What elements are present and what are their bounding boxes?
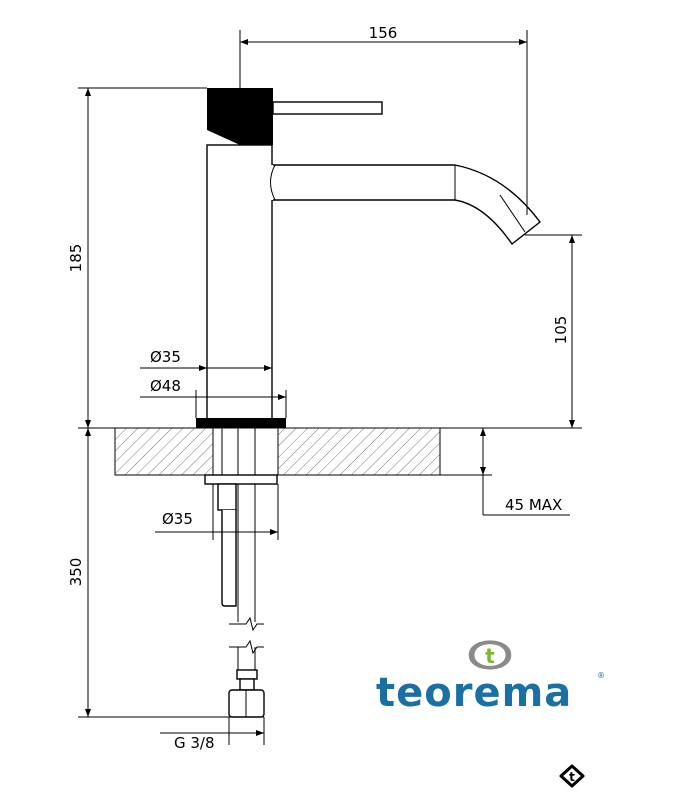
dim-connection: G 3/8 <box>174 734 215 752</box>
brand-logo: t teorema ® <box>376 640 605 716</box>
dim-hose-length: 350 <box>67 558 85 587</box>
small-logo-icon: t <box>559 764 585 788</box>
shank-assembly <box>204 428 278 718</box>
dim-max-thickness: 45 MAX <box>505 496 562 514</box>
dim-total-height: 185 <box>67 244 85 273</box>
brand-name: teorema <box>376 670 572 716</box>
countertop <box>78 418 490 476</box>
spout <box>272 164 541 246</box>
svg-text:t: t <box>569 770 575 784</box>
faucet-body <box>206 88 541 426</box>
registered-mark: ® <box>597 671 605 680</box>
dim-body-diameter: Ø35 <box>150 348 181 366</box>
body-column <box>206 144 273 426</box>
break-symbol <box>229 616 264 632</box>
dim-spout-reach: 156 <box>369 24 398 42</box>
lever-handle <box>272 101 383 115</box>
dimensions: 156 185 105 Ø35 Ø48 45 MAX Ø35 350 G 3/8 <box>67 24 582 752</box>
logo-mark-letter: t <box>485 644 495 668</box>
dim-shank-diameter: Ø35 <box>162 510 193 528</box>
base-ring <box>196 418 286 428</box>
dim-base-diameter: Ø48 <box>150 377 181 395</box>
handle-block <box>207 88 273 145</box>
dim-spout-height: 105 <box>552 316 570 345</box>
